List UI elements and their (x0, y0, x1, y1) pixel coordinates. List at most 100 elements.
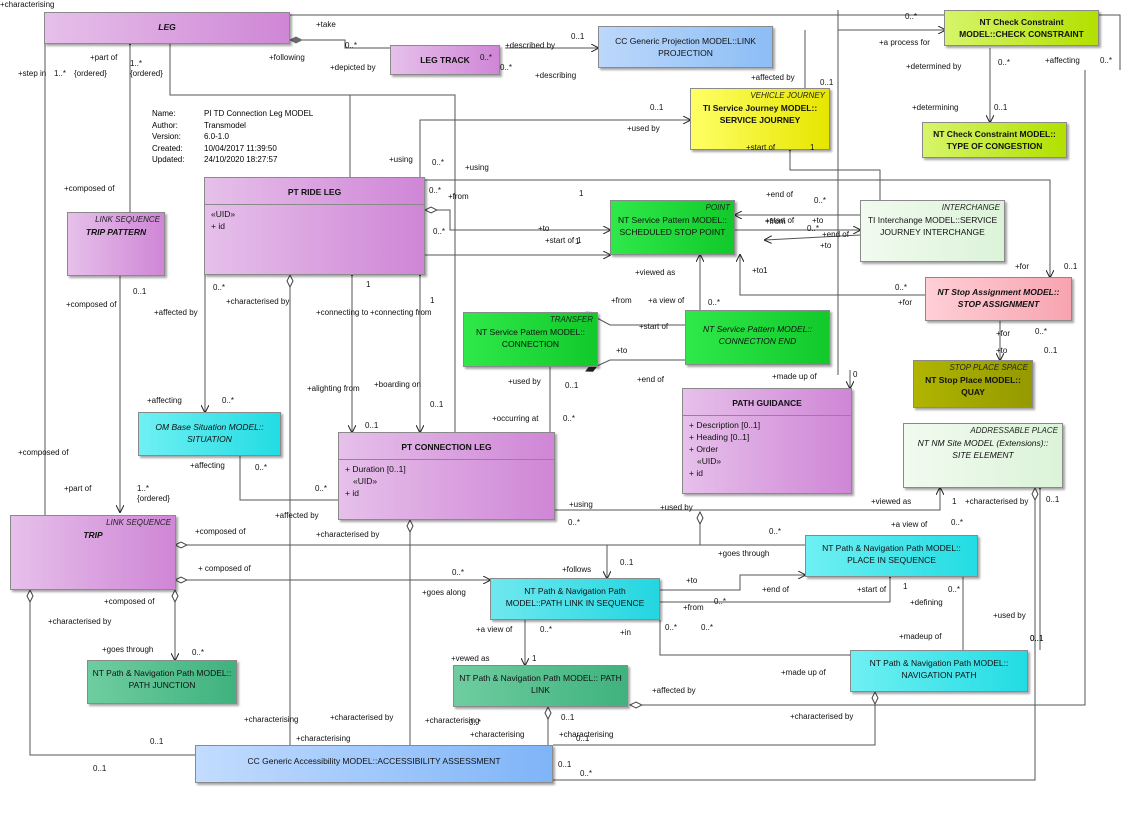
model-metadata: Name:PI TD Connection Leg MODEL Author:T… (152, 108, 313, 166)
association-label: +composed of (18, 448, 69, 457)
class-scheduled-stop-point[interactable]: POINT NT Service Pattern MODEL:: SCHEDUL… (610, 200, 735, 255)
association-label: 0..* (580, 769, 593, 778)
association-label: +vewed as (451, 654, 490, 663)
association-label: 0..* (708, 298, 721, 307)
class-place-in-sequence[interactable]: NT Path & Navigation Path MODEL:: PLACE … (805, 535, 978, 577)
association-label: 0..1 (133, 287, 147, 296)
association-label: 0..* (665, 623, 678, 632)
class-quay[interactable]: STOP PLACE SPACE NT Stop Place MODEL:: Q… (913, 360, 1033, 408)
class-path-guidance[interactable]: PATH GUIDANCE + Description [0..1] + Hea… (682, 388, 852, 494)
association-label: +characterised by (330, 713, 394, 722)
association-label: 0..* (948, 585, 961, 594)
association-label: 0..* (433, 227, 446, 236)
association-label: +start of (545, 236, 575, 245)
class-path-link-in-sequence[interactable]: NT Path & Navigation Path MODEL::PATH LI… (490, 578, 660, 620)
association-label: 0..1 (1030, 634, 1044, 643)
class-leg[interactable]: LEG (44, 12, 290, 44)
association-label: +using (389, 155, 413, 164)
association-label: +affected by (154, 308, 198, 317)
association-label: +for (898, 298, 913, 307)
association-label: +used by (627, 124, 660, 133)
class-link-projection[interactable]: CC Generic Projection MODEL::LINK PROJEC… (598, 26, 773, 68)
class-connection[interactable]: TRANSFER NT Service Pattern MODEL:: CONN… (463, 312, 598, 367)
association-label: +characterising (470, 730, 525, 739)
association-label: +composed of (64, 184, 115, 193)
association-label: +goes through (718, 549, 770, 558)
association-label: +a view of (648, 296, 685, 305)
association-label: +madeup of (899, 632, 942, 641)
association-label: +from (611, 296, 632, 305)
association-label: 0..* (1035, 327, 1048, 336)
association-label: +a process for (879, 38, 930, 47)
association-label: +affecting (147, 396, 182, 405)
association-label: +affected by (652, 686, 696, 695)
class-check-constraint[interactable]: NT Check Constraint MODEL::CHECK CONSTRA… (944, 10, 1099, 46)
association-label: +composed of (104, 597, 155, 606)
association-label: +from (765, 217, 786, 226)
association-label: 0..1 (1030, 634, 1044, 643)
association-label: +boarding on (374, 380, 421, 389)
association-label: +characterised by (965, 497, 1029, 506)
class-path-junction[interactable]: NT Path & Navigation Path MODEL:: PATH J… (87, 660, 237, 704)
association-label: 0..* (480, 53, 493, 62)
meta-row: Created:10/04/2017 11:39:50 (152, 143, 277, 153)
association-label: +using (465, 163, 489, 172)
association-label: +to (752, 266, 764, 275)
association-label: +described by (505, 41, 556, 50)
association-label: 1 (575, 237, 580, 246)
association-label: 1 (366, 280, 371, 289)
association-label: +part of (64, 484, 92, 493)
association-label: 0..1 (571, 32, 585, 41)
association-label: +step in (18, 69, 47, 78)
association-label: +made up of (772, 372, 817, 381)
association-label: +characterised by (48, 617, 112, 626)
association-label: 0..1 (561, 713, 575, 722)
association-label: +for (1015, 262, 1030, 271)
association-label: +a view of (476, 625, 513, 634)
association-label: 1 (577, 236, 582, 245)
association-label: 0..* (429, 186, 442, 195)
class-trip-pattern[interactable]: LINK SEQUENCE TRIP PATTERN (67, 212, 165, 276)
class-interchange[interactable]: INTERCHANGE TI Interchange MODEL::SERVIC… (860, 200, 1005, 262)
association-label: 0..* (563, 414, 576, 423)
association-label: 0..* (222, 396, 235, 405)
class-accessibility-assessment[interactable]: CC Generic Accessibility MODEL::ACCESSIB… (195, 745, 553, 783)
class-type-of-congestion[interactable]: NT Check Constraint MODEL:: TYPE OF CONG… (922, 122, 1067, 158)
class-pt-connection-leg[interactable]: PT CONNECTION LEG + Duration [0..1] «UID… (338, 432, 555, 520)
class-connection-end[interactable]: NT Service Pattern MODEL:: CONNECTION EN… (685, 310, 830, 365)
association-label: 0..* (905, 12, 918, 21)
association-label: 0..* (895, 283, 908, 292)
association-label: +using (569, 500, 593, 509)
association-label: 1..* (54, 69, 67, 78)
association-label: +composed of (66, 300, 117, 309)
class-trip[interactable]: LINK SEQUENCE TRIP (10, 515, 176, 590)
class-navigation-path[interactable]: NT Path & Navigation Path MODEL:: NAVIGA… (850, 650, 1028, 692)
association-label: +start of (639, 322, 669, 331)
association-label: 0 (853, 370, 858, 379)
class-stop-assignment[interactable]: NT Stop Assignment MODEL:: STOP ASSIGNME… (925, 277, 1072, 321)
meta-row: Version:6.0-1.0 (152, 132, 229, 142)
association-label: 0..* (807, 224, 820, 233)
class-pt-ride-leg[interactable]: PT RIDE LEG «UID» + id (204, 177, 425, 275)
association-label: 1 (532, 654, 537, 663)
association-label: +from (683, 603, 704, 612)
association-label: +to (616, 346, 628, 355)
association-label: +characterised by (226, 297, 290, 306)
class-path-link[interactable]: NT Path & Navigation Path MODEL:: PATH L… (453, 665, 628, 707)
association-label: +affected by (275, 511, 319, 520)
association-label: + composed of (198, 564, 251, 573)
association-label: +characterising (0, 0, 55, 9)
class-leg-track[interactable]: LEG TRACK (390, 45, 500, 75)
association-label: {ordered} (74, 69, 107, 78)
meta-row: Name:PI TD Connection Leg MODEL (152, 109, 314, 118)
class-service-journey[interactable]: VEHICLE JOURNEY TI Service Journey MODEL… (690, 88, 830, 150)
association-label: 1 (810, 143, 815, 152)
association-label: +connecting to (316, 308, 369, 317)
association-label: +describing (535, 71, 577, 80)
class-situation[interactable]: OM Base Situation MODEL:: SITUATION (138, 412, 281, 456)
association-label: +goes along (422, 588, 466, 597)
class-site-element[interactable]: ADDRESSABLE PLACE NT NM Site MODEL (Exte… (903, 423, 1063, 488)
association-label: +end of (822, 230, 849, 239)
association-label: 0..1 (93, 764, 107, 773)
